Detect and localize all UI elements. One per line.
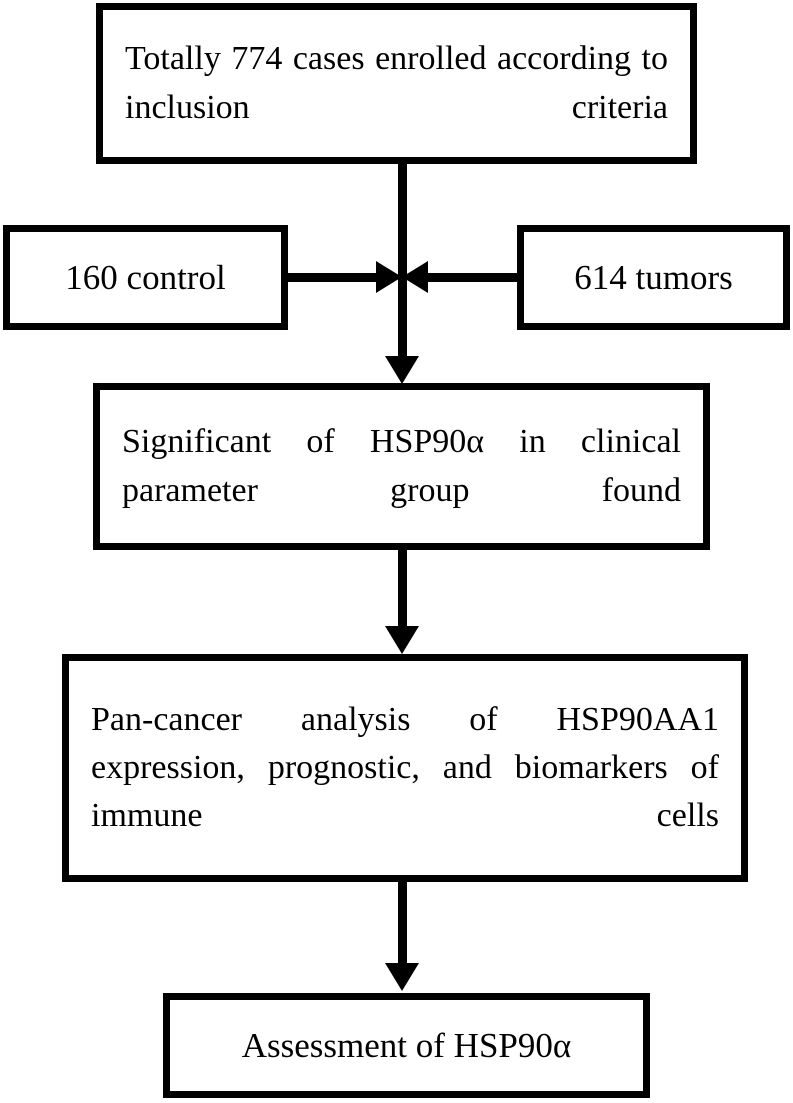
- arrowhead-down-into-pancancer-icon: [385, 626, 419, 654]
- connector-significant-to-pancancer: [398, 548, 407, 628]
- node-assessment: Assessment of HSP90α: [163, 993, 650, 1098]
- node-control-group-label: 160 control: [65, 257, 226, 297]
- node-pancancer-analysis: Pan-cancer analysis of HSP90AA1 expressi…: [62, 654, 748, 882]
- connector-control-to-junction: [286, 273, 378, 282]
- node-enrolled-cases: Totally 774 cases enrolled according to …: [96, 3, 697, 164]
- node-tumor-group-label: 614 tumors: [574, 257, 733, 297]
- connector-tumors-to-junction: [428, 273, 519, 282]
- node-significant-findings-label: Significant of HSP90α in clinical parame…: [122, 423, 681, 509]
- connector-enrolled-to-significant: [398, 160, 407, 360]
- node-pancancer-analysis-label: Pan-cancer analysis of HSP90AA1 expressi…: [91, 700, 719, 835]
- node-tumor-group: 614 tumors: [517, 225, 790, 330]
- arrowhead-down-into-assessment-icon: [385, 963, 419, 991]
- arrowhead-left-from-tumors-icon: [402, 261, 428, 293]
- arrowhead-down-into-significant-icon: [385, 356, 419, 384]
- arrowhead-right-from-control-icon: [376, 261, 402, 293]
- node-enrolled-cases-label: Totally 774 cases enrolled according to …: [125, 40, 668, 126]
- connector-pancancer-to-assessment: [398, 880, 407, 965]
- node-significant-findings: Significant of HSP90α in clinical parame…: [93, 383, 710, 550]
- node-assessment-label: Assessment of HSP90α: [241, 1025, 572, 1065]
- node-control-group: 160 control: [3, 225, 288, 330]
